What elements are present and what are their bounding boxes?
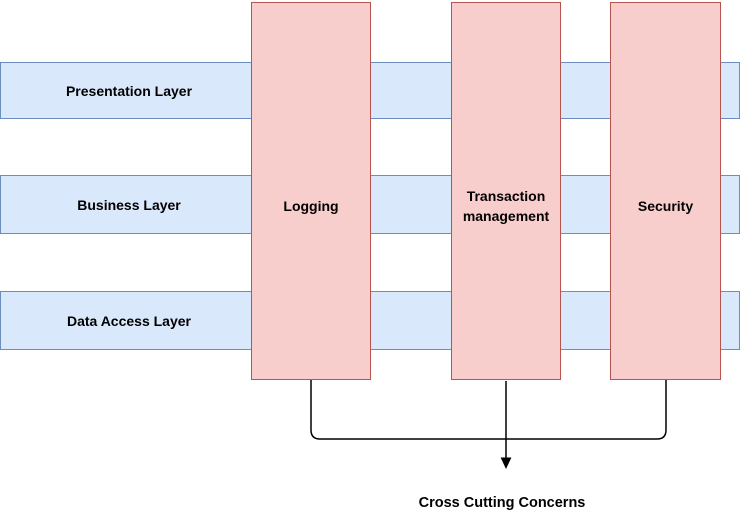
arrowhead-icon xyxy=(500,457,512,469)
concern-label-logging: Logging xyxy=(283,198,339,215)
layer-label-box: Business Layer xyxy=(1,176,257,233)
layer-label-box: Presentation Layer xyxy=(1,63,257,118)
concern-bar-transaction-management: Transaction management xyxy=(451,2,561,380)
concern-label-security: Security xyxy=(637,198,694,215)
concern-bar-security: Security xyxy=(610,2,721,380)
diagram-caption: Cross Cutting Concerns xyxy=(418,495,586,511)
concern-label-transaction-management: Transaction management xyxy=(462,188,550,224)
concern-bar-logging: Logging xyxy=(251,2,371,380)
layer-label-data-access: Data Access Layer xyxy=(66,312,191,329)
layer-label-box: Data Access Layer xyxy=(1,292,257,349)
layer-label-business: Business Layer xyxy=(77,196,181,213)
layer-label-presentation: Presentation Layer xyxy=(65,82,193,99)
bracket-path xyxy=(310,380,667,440)
